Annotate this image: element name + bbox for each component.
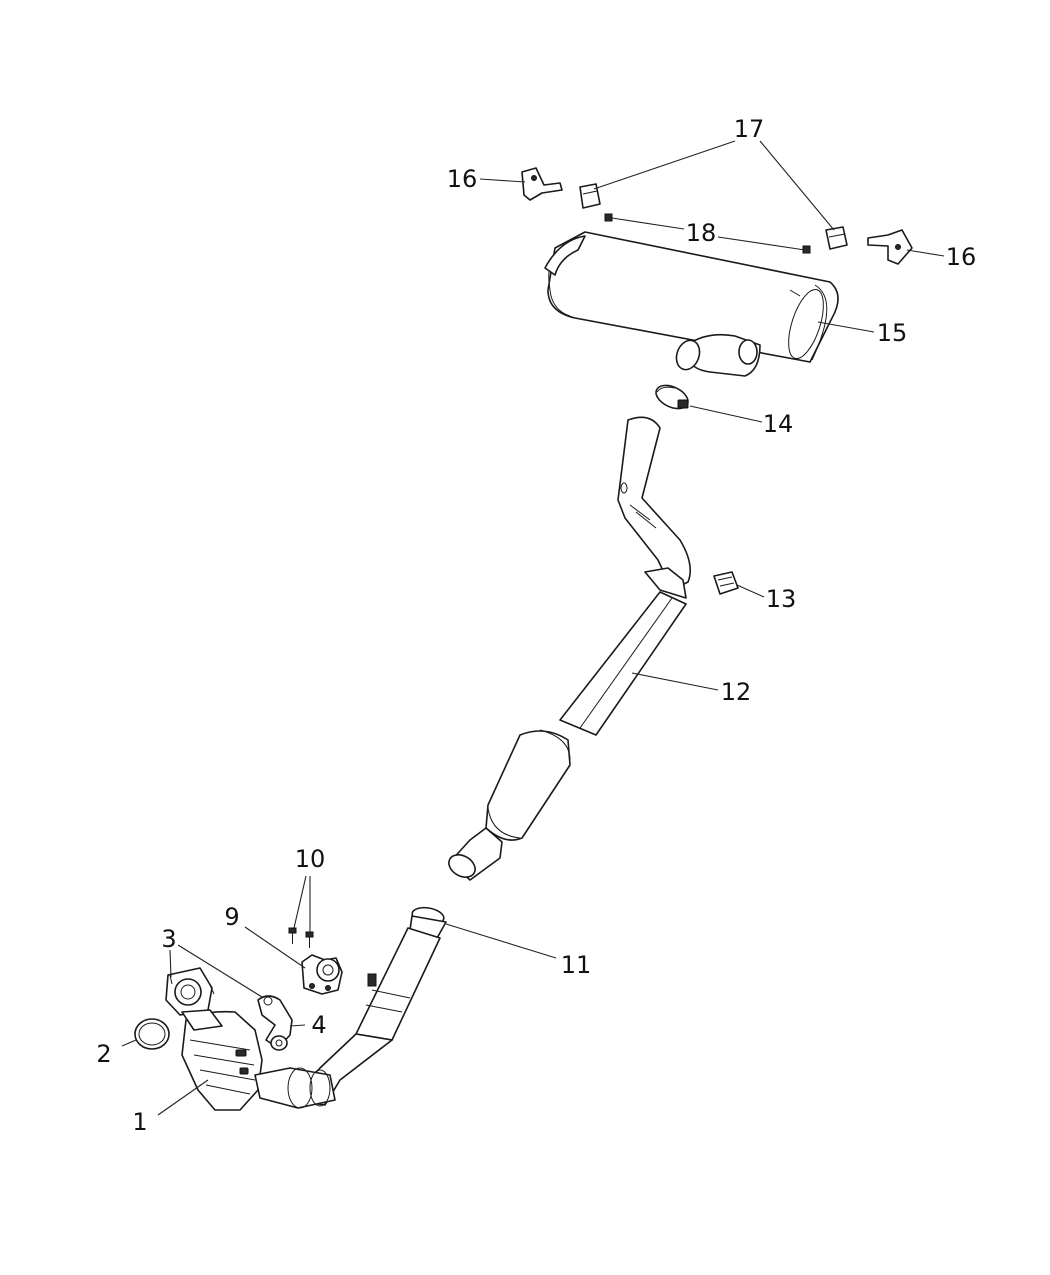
callout-2: 2 — [96, 1040, 111, 1068]
part-hanger-right — [867, 229, 913, 265]
part-muffler — [544, 231, 839, 377]
part-catalytic-converter — [165, 967, 336, 1111]
callout-16-right: 16 — [946, 243, 977, 271]
callout-9: 9 — [224, 903, 239, 931]
part-intermediate-pipe — [448, 416, 691, 881]
callout-12: 12 — [721, 678, 752, 706]
part-clamp-14 — [655, 384, 689, 410]
part-studs-3 — [169, 974, 215, 995]
leader-lines — [121, 140, 945, 1116]
callout-labels: 1 2 3 4 9 10 11 12 13 14 15 16 16 17 18 — [96, 115, 976, 1136]
part-bolts-10 — [288, 927, 314, 948]
callout-17: 17 — [734, 115, 765, 143]
callout-18: 18 — [686, 219, 717, 247]
part-isolator-17-right — [825, 226, 848, 250]
callout-11: 11 — [561, 951, 592, 979]
callout-10: 10 — [295, 845, 326, 873]
part-gasket — [134, 1018, 170, 1050]
callout-1: 1 — [132, 1108, 147, 1136]
callout-16-left: 16 — [447, 165, 478, 193]
callout-3: 3 — [161, 925, 176, 953]
part-isolator-17-left — [579, 183, 601, 209]
callout-4: 4 — [311, 1011, 326, 1039]
callout-13: 13 — [766, 585, 797, 613]
callout-14: 14 — [763, 410, 794, 438]
part-mount-bracket-9 — [301, 954, 343, 995]
part-hanger-left — [521, 167, 563, 201]
part-bracket-4 — [257, 995, 293, 1051]
part-isolator-13 — [713, 571, 739, 595]
callout-15: 15 — [877, 319, 908, 347]
